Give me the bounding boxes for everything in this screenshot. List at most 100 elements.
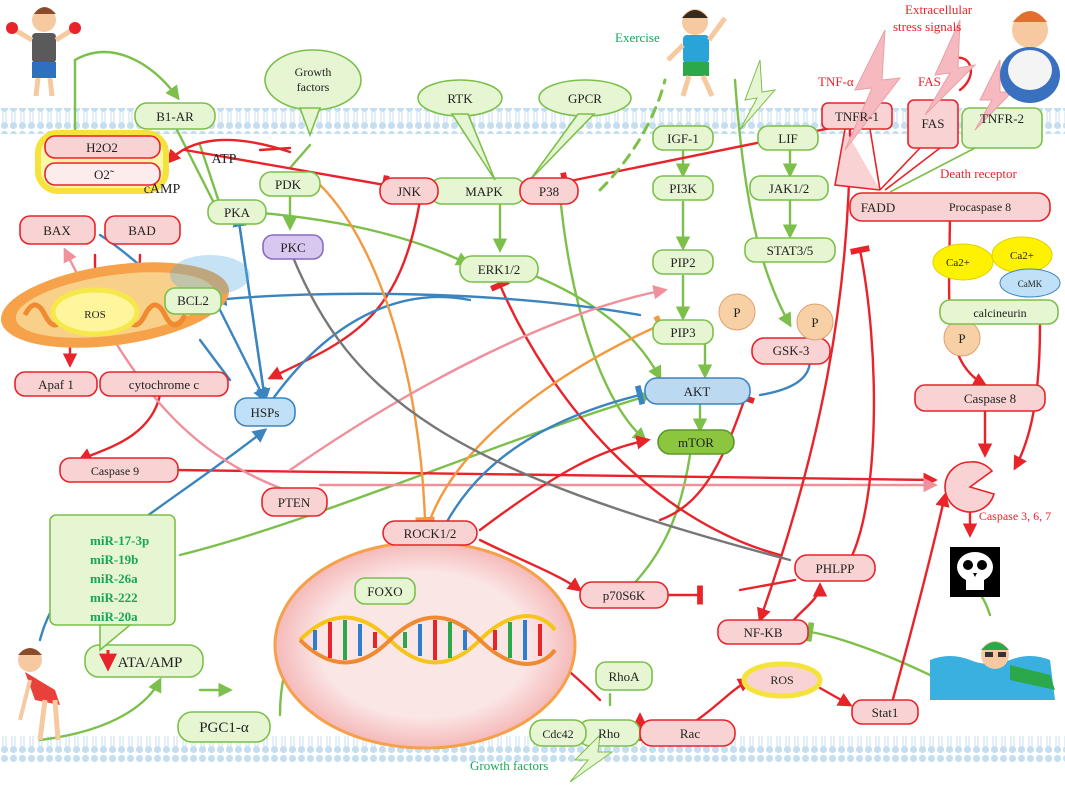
rtk-label: RTK: [447, 91, 473, 106]
p70s6k-label: p70S6K: [603, 588, 646, 603]
obese-person-icon: [1000, 11, 1060, 103]
b1ar-node: [134, 102, 216, 130]
nucleus-ellipse: [273, 540, 577, 750]
h2o2-node: [44, 135, 161, 159]
cdc42-node: [529, 719, 587, 747]
phlpp-node: [794, 554, 876, 582]
calcineurin-label: calcineurin: [973, 306, 1026, 320]
mirna-item-4: miR-222: [90, 590, 138, 605]
gpcr-label: GPCR: [568, 91, 602, 106]
atp-label: ATP: [212, 152, 237, 167]
pi3k-label: PI3K: [669, 181, 697, 196]
pdk-node: [259, 171, 321, 197]
pgc1a-node: [177, 711, 271, 743]
gsk3-label: GSK-3: [773, 343, 810, 358]
fas-signal-label: FAS: [918, 74, 941, 89]
growth-factors-bottom-label: Growth factors: [470, 758, 548, 773]
pkc-node: [262, 234, 324, 260]
caspase9-node: [59, 457, 179, 483]
camk-label: CaMK: [1018, 279, 1043, 289]
swimmer-icon: [930, 641, 1055, 700]
camp-label: cAMP: [144, 182, 181, 197]
nfkb-node: [717, 619, 809, 645]
b1ar-label: B1-AR: [156, 109, 194, 124]
mtor-node: [657, 429, 735, 455]
extracellular-label-2: stress signals: [893, 19, 961, 34]
caspase9-label: Caspase 9: [91, 464, 139, 478]
rho-label: Rho: [598, 726, 620, 741]
extracellular-label-1: Extracellular: [905, 2, 973, 17]
lif-node: [757, 125, 819, 151]
death-receptor-label: Death receptor: [940, 166, 1018, 181]
erk12-node: [459, 255, 539, 283]
rock12-label: ROCK1/2: [404, 526, 457, 541]
bad-label: BAD: [128, 223, 155, 238]
bax-node: [19, 215, 96, 245]
dumbbell-person-icon: [6, 7, 81, 97]
jak12-label: JAK1/2: [769, 181, 809, 196]
ros-mito-label: ROS: [84, 309, 105, 321]
cytochrome-c-label: cytochrome c: [129, 377, 200, 392]
skull-icon: [950, 547, 1000, 597]
rac-label: Rac: [680, 726, 700, 741]
ros-lower-label: ROS: [770, 673, 793, 687]
mirna-item-1: miR-17-3p: [90, 533, 149, 548]
phosphate-node: [718, 293, 756, 331]
lif-label: LIF: [778, 131, 798, 146]
bax-label: BAX: [43, 223, 71, 238]
mtor-label: mTOR: [678, 435, 714, 450]
cytochrome-c-node: [99, 371, 229, 397]
procaspase8-label: Procaspase 8: [949, 200, 1011, 214]
camk-bubble: [999, 268, 1061, 298]
o2-label: O2̃: [94, 167, 115, 182]
exercise-label: Exercise: [615, 30, 660, 45]
phosphate-label-1: P: [733, 305, 740, 320]
jnk-label: JNK: [397, 184, 421, 199]
pip3-node: [652, 319, 714, 345]
akt-label: AKT: [684, 384, 711, 399]
ca2b-label: Ca2+: [1010, 250, 1034, 262]
rac-node: [639, 719, 736, 747]
tnfr2-label: TNFR-2: [980, 111, 1024, 126]
fas-receptor-node: [907, 99, 959, 149]
hsps-label: HSPs: [251, 405, 280, 420]
mapk-label: MAPK: [465, 184, 503, 199]
dna-helix-icon: [298, 614, 557, 666]
pip2-label: PIP2: [670, 255, 695, 270]
pten-node: [261, 487, 328, 517]
tnfr1-label: TNFR-1: [835, 109, 879, 124]
bcl2-label: BCL2: [177, 293, 209, 308]
pip2-node: [652, 249, 714, 275]
rhoa-node: [595, 661, 653, 691]
stress-lightning-icons: [844, 19, 1014, 151]
ata-amp-label: ATA/AMP: [118, 655, 183, 671]
fadd-label: FADD: [861, 200, 895, 215]
fas-receptor-label: FAS: [922, 116, 945, 131]
igf1-node: [652, 125, 714, 151]
caspase8-label: Caspase 8: [964, 391, 1016, 406]
foxo-label: FOXO: [367, 584, 402, 599]
stat35-label: STAT3/5: [767, 243, 814, 258]
fadd-procaspase-node: [849, 192, 1051, 222]
rhoa-label: RhoA: [608, 669, 640, 684]
p38-node: [519, 177, 579, 205]
phosphate-node: [796, 303, 834, 341]
caspase8-node: [914, 384, 1046, 412]
mirna-list: miR-17-3p miR-19b miR-26a miR-222 miR-20…: [90, 533, 149, 624]
cdc42-label: Cdc42: [542, 727, 573, 741]
pka-label: PKA: [224, 205, 251, 220]
caspase367-node: [944, 461, 995, 513]
pip3-label: PIP3: [670, 325, 695, 340]
hsps-node: [234, 397, 296, 427]
pgc1a-label: PGC1-α: [199, 720, 249, 736]
jnk-node: [379, 177, 439, 205]
akt-node: [644, 377, 751, 405]
caspase367-label: Caspase 3, 6, 7: [979, 509, 1051, 523]
jak12-node: [749, 175, 829, 201]
nfkb-label: NF-KB: [743, 625, 782, 640]
rock12-node: [382, 520, 478, 546]
ca2-bubble-a: [932, 243, 994, 281]
